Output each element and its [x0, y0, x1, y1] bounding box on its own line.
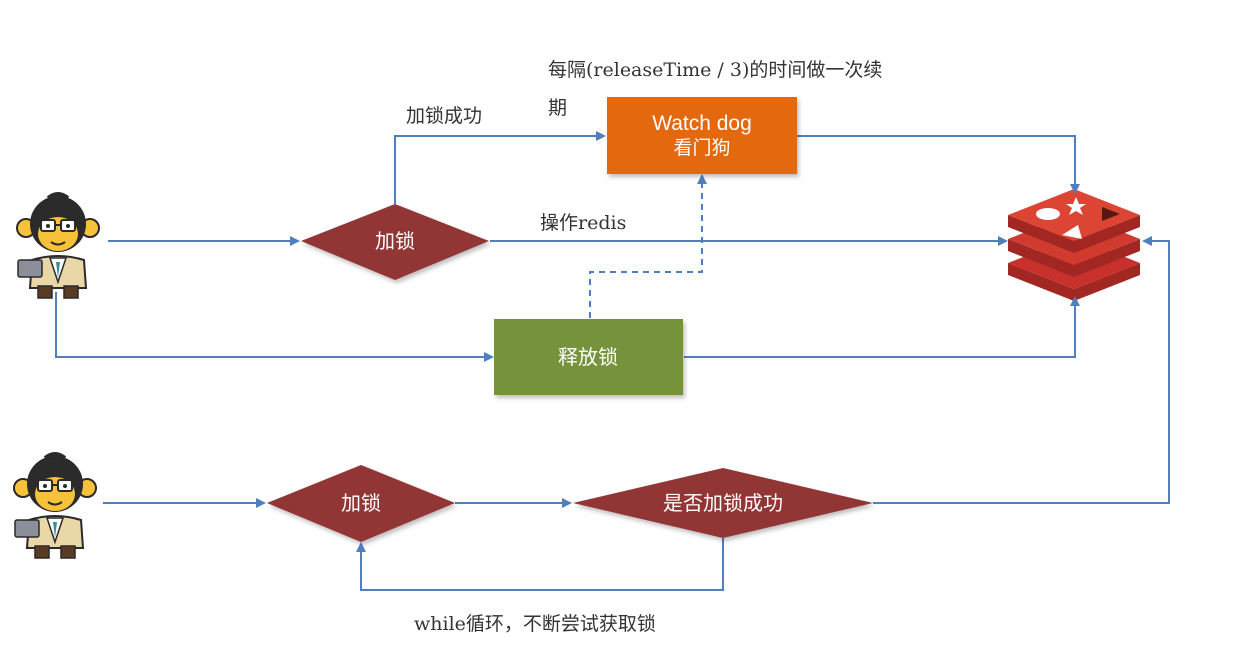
arrow-release-to-redis: [684, 296, 1080, 358]
client-bottom-icon: [12, 452, 98, 560]
lock-bottom-node: 加锁: [267, 465, 455, 542]
lock-success-label: 加锁成功: [406, 105, 482, 127]
check-lock-label: 是否加锁成功: [663, 492, 783, 515]
renew-label-line1: 每隔(releaseTime / 3)的时间做一次续: [548, 59, 882, 81]
retry-loop-label: while循环，不断尝试获取锁: [414, 613, 656, 635]
arrow-client-to-release: [55, 292, 494, 362]
arrow-lock-success-to-watchdog: [394, 131, 606, 204]
lock-top-label: 加锁: [375, 230, 415, 253]
watchdog-title: Watch dog: [652, 112, 752, 135]
arrow-watchdog-to-redis: [797, 135, 1080, 194]
operate-redis-label: 操作redis: [540, 212, 626, 234]
watchdog-subtitle: 看门狗: [673, 137, 730, 159]
arrow-check-to-redis: [873, 236, 1170, 504]
redis-icon: [1008, 189, 1140, 301]
watchdog-node: Watch dog 看门狗: [607, 97, 797, 174]
release-node: 释放锁: [494, 319, 683, 395]
lock-top-node: 加锁: [301, 204, 489, 280]
renew-label-line2: 期: [548, 97, 567, 119]
connectors: [55, 131, 1170, 591]
lock-bottom-label: 加锁: [341, 492, 381, 515]
release-label: 释放锁: [558, 346, 618, 369]
check-lock-node: 是否加锁成功: [573, 468, 873, 538]
arrow-release-stop-watchdog: [589, 174, 707, 318]
client-top-icon: [15, 192, 101, 300]
arrow-retry-loop: [356, 538, 724, 591]
